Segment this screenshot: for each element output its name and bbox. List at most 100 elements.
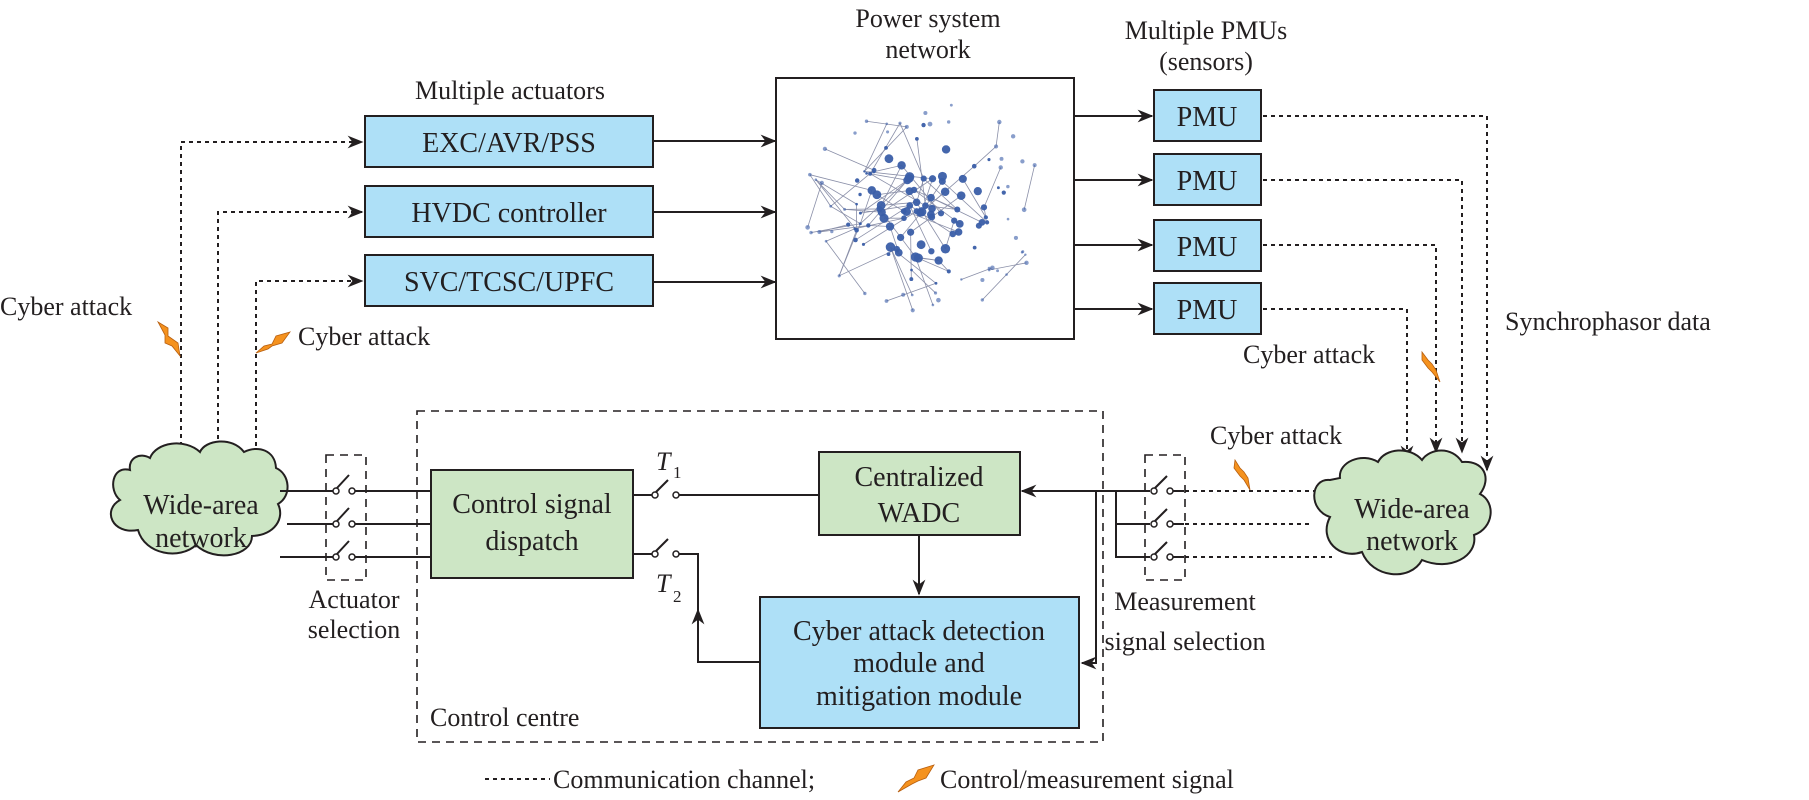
network-node <box>996 269 999 273</box>
network-edge <box>906 211 959 233</box>
network-node <box>984 220 990 225</box>
network-node <box>980 204 988 211</box>
svg-text:SVC/TCSC/UPFC: SVC/TCSC/UPFC <box>404 267 614 298</box>
svg-text:HVDC controller: HVDC controller <box>411 198 607 229</box>
svg-text:Centralized: Centralized <box>854 462 983 493</box>
network-node <box>858 192 862 197</box>
network-edge <box>859 190 873 224</box>
wan-right-label-line1: Wide-area <box>1354 494 1470 525</box>
switch-t1-label: T <box>656 447 672 476</box>
network-node <box>928 248 935 255</box>
svg-text:mitigation module: mitigation module <box>816 681 1022 712</box>
svg-text:Control signal: Control signal <box>452 489 612 520</box>
network-node <box>886 130 890 134</box>
network-node <box>940 187 950 197</box>
control-centre-label: Control centre <box>430 703 579 732</box>
network-node <box>829 204 833 208</box>
network-node <box>885 242 896 252</box>
legend-signal-label: Control/measurement signal <box>940 765 1234 794</box>
network-node <box>824 239 828 243</box>
network-node <box>858 211 862 215</box>
network-edge <box>983 167 1002 208</box>
network-node <box>910 293 914 297</box>
network-edge <box>854 217 905 230</box>
network-node <box>931 303 935 307</box>
network-edge <box>876 194 904 212</box>
cyber-attack-label-2: Cyber attack <box>298 322 430 351</box>
network-node <box>817 229 822 234</box>
network-node <box>996 186 1000 190</box>
network-edge <box>962 178 987 218</box>
network-node <box>885 122 889 126</box>
network-node <box>954 206 961 213</box>
network-node <box>865 172 868 175</box>
network-node <box>983 215 988 220</box>
actuator-selection-switches <box>280 474 430 561</box>
power-system-title-line1: Power system <box>855 4 1000 33</box>
network-node <box>898 121 902 125</box>
channel-wan-to-actuator-3 <box>255 274 364 470</box>
lightning-bolt-icon <box>897 764 935 793</box>
network-node <box>884 145 888 150</box>
network-node <box>910 252 921 262</box>
network-node <box>866 223 871 228</box>
actuator-exc-avr-pss: EXC/AVR/PSS <box>364 115 654 168</box>
network-node <box>915 137 919 141</box>
channel-pmu-4-to-wan <box>1263 308 1414 462</box>
network-node <box>885 222 895 231</box>
network-node <box>993 144 999 149</box>
network-node <box>937 171 947 181</box>
network-edge <box>916 138 926 206</box>
network-node <box>980 298 985 302</box>
switch-t2-label: T <box>656 569 672 598</box>
network-node <box>901 292 906 297</box>
network-node <box>868 171 873 176</box>
network-node <box>990 265 995 270</box>
network-edge <box>807 182 823 228</box>
pmu-2: PMU <box>1153 153 1262 206</box>
network-node <box>809 230 813 235</box>
network-node <box>922 202 929 210</box>
svg-text:PMU: PMU <box>1177 102 1238 133</box>
wan-right-label-line2: network <box>1366 526 1458 557</box>
svg-text:module and: module and <box>853 648 984 679</box>
network-node <box>863 170 866 173</box>
network-edge <box>864 123 888 172</box>
network-node <box>808 172 812 177</box>
network-edge <box>915 256 934 306</box>
channel-wan-to-actuator-2 <box>217 205 364 455</box>
network-edge <box>886 282 937 302</box>
network-edge <box>825 228 855 242</box>
network-node <box>1024 260 1029 266</box>
network-node <box>1005 273 1008 276</box>
network-node <box>884 154 894 164</box>
network-node <box>864 119 869 123</box>
network-node <box>934 256 943 265</box>
svg-text:PMU: PMU <box>1177 166 1238 197</box>
actuator-svc-tcsc-upfc: SVC/TCSC/UPFC <box>364 254 654 307</box>
network-node <box>927 210 935 219</box>
network-edge <box>1023 164 1036 210</box>
network-node <box>814 178 818 181</box>
network-node <box>910 308 915 313</box>
switch-t2-subscript: 2 <box>673 587 682 606</box>
actuator-selection-line1: Actuator <box>309 585 400 614</box>
channel-pmu-1-to-wan <box>1263 115 1494 472</box>
network-node <box>928 204 936 213</box>
svg-text:dispatch: dispatch <box>485 526 578 557</box>
network-node <box>937 210 945 217</box>
network-node <box>819 180 824 185</box>
cyber-attack-bolt-icon <box>1421 350 1441 383</box>
network-node <box>987 266 991 270</box>
network-node <box>987 158 991 162</box>
actuator-selection-box <box>325 454 367 581</box>
actuator-hvdc-controller: HVDC controller <box>364 185 654 238</box>
network-node <box>1013 235 1018 240</box>
network-node <box>830 229 834 234</box>
network-node <box>837 274 841 278</box>
measurement-selection-box <box>1144 454 1186 581</box>
network-node <box>999 156 1004 161</box>
network-edge <box>830 205 861 225</box>
network-node <box>941 145 951 154</box>
pmu-4: PMU <box>1153 282 1262 335</box>
